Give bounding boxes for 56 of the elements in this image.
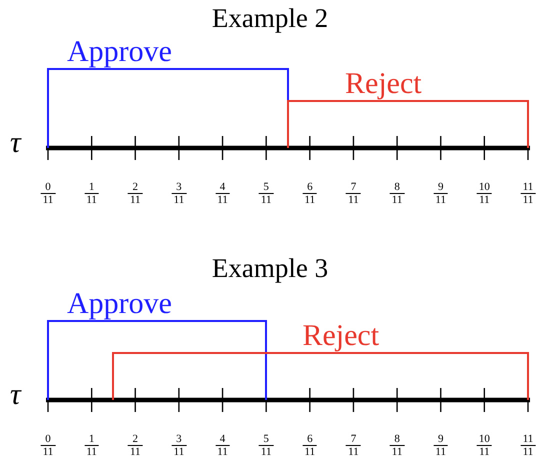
tick-denominator: 11 <box>40 193 56 206</box>
tick-numerator: 7 <box>350 433 356 445</box>
axis-symbol: τ <box>10 128 21 158</box>
tick-numerator: 11 <box>522 433 534 445</box>
bracket-label: Reject <box>302 320 380 352</box>
tick-numerator: 8 <box>394 181 400 193</box>
tick-denominator: 11 <box>302 193 318 206</box>
tick-denominator: 11 <box>258 445 274 458</box>
example-title: Example 3 <box>210 252 330 284</box>
tick-denominator: 11 <box>390 193 404 206</box>
tick-numerator: 11 <box>522 181 534 193</box>
tick-numerator: 0 <box>45 433 51 445</box>
tick-denominator: 11 <box>84 193 99 206</box>
tick-numerator: 7 <box>350 181 356 193</box>
tick-numerator: 3 <box>176 433 182 445</box>
tick-denominator: 11 <box>215 445 230 458</box>
tick-numerator: 5 <box>263 433 269 445</box>
tick-denominator: 11 <box>40 445 56 458</box>
tick-denominator: 11 <box>128 193 143 206</box>
tick-numerator: 1 <box>88 181 94 193</box>
tick-numerator: 6 <box>307 433 313 445</box>
tick-denominator: 11 <box>302 445 318 458</box>
tick-numerator: 2 <box>132 433 138 445</box>
tick-numerator: 6 <box>307 181 313 193</box>
tick-numerator: 9 <box>438 433 444 445</box>
tick-denominator: 11 <box>346 193 361 206</box>
tick-numerator: 4 <box>220 181 226 193</box>
tick-denominator: 11 <box>433 193 448 206</box>
tick-denominator: 11 <box>172 445 186 458</box>
bracket-label: Approve <box>67 288 172 320</box>
tick-denominator: 11 <box>215 193 230 206</box>
tick-denominator: 11 <box>477 193 492 206</box>
bracket-label: Approve <box>67 36 172 68</box>
bracket-label: Reject <box>345 68 422 100</box>
tick-numerator: 10 <box>478 433 490 445</box>
tick-denominator: 11 <box>258 193 274 206</box>
tick-numerator: 0 <box>45 181 51 193</box>
tick-denominator: 11 <box>128 445 143 458</box>
tick-numerator: 9 <box>438 181 444 193</box>
tick-denominator: 11 <box>172 193 186 206</box>
tick-numerator: 4 <box>220 433 226 445</box>
example-title: Example 2 <box>210 2 330 34</box>
tick-numerator: 10 <box>478 181 490 193</box>
tick-denominator: 11 <box>520 193 536 206</box>
tick-numerator: 5 <box>263 181 269 193</box>
tick-numerator: 2 <box>132 181 138 193</box>
tick-numerator: 3 <box>176 181 182 193</box>
tick-denominator: 11 <box>433 445 448 458</box>
tick-denominator: 11 <box>346 445 361 458</box>
tick-numerator: 1 <box>88 433 94 445</box>
tick-denominator: 11 <box>390 445 404 458</box>
tick-numerator: 8 <box>394 433 400 445</box>
tick-denominator: 11 <box>84 445 99 458</box>
tick-denominator: 11 <box>520 445 536 458</box>
axis-symbol: τ <box>10 380 21 410</box>
tick-denominator: 11 <box>477 445 492 458</box>
